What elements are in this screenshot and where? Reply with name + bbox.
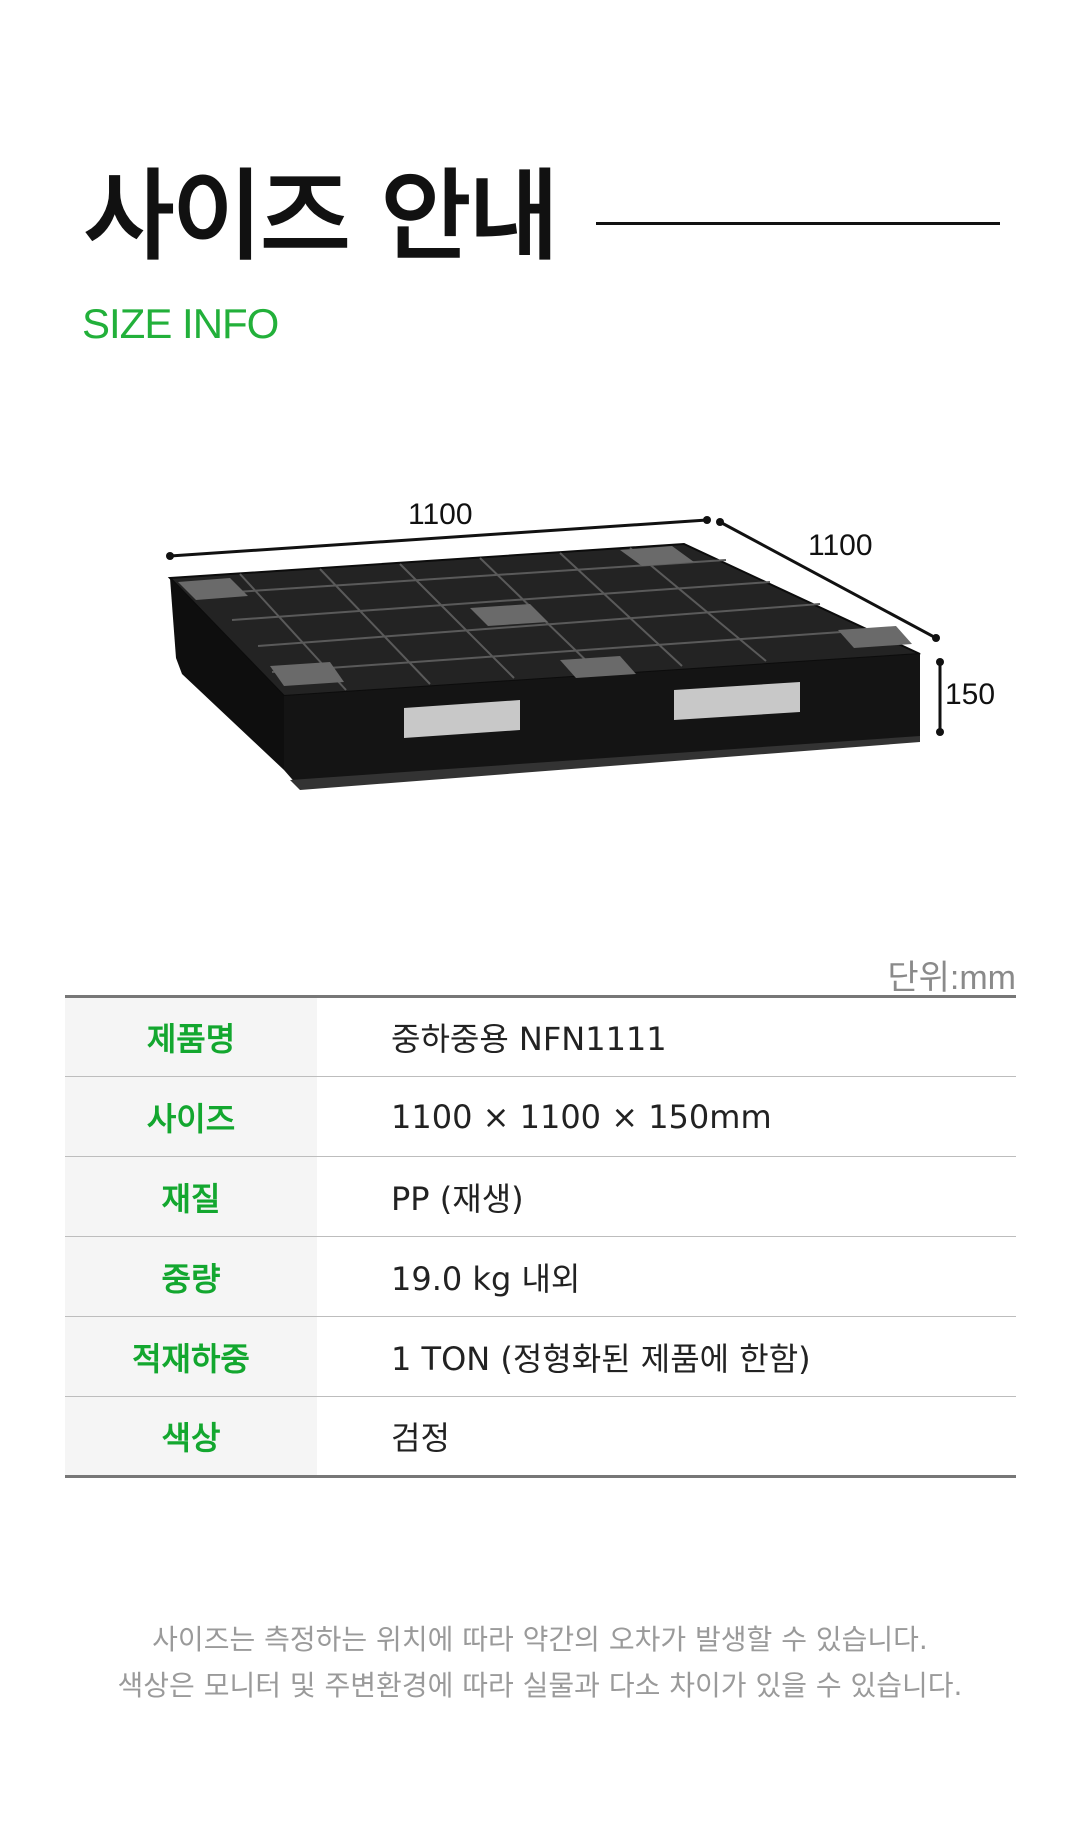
dim-depth-label: 1100	[808, 529, 873, 562]
spec-label: 제품명	[65, 996, 317, 1077]
spec-value: 검정	[391, 1419, 450, 1457]
dim-width-label: 1100	[408, 498, 473, 531]
spec-label: 색상	[65, 1396, 317, 1477]
spec-value: PP (재생)	[391, 1179, 524, 1218]
note-line-1: 사이즈는 측정하는 위치에 따라 약간의 오차가 발생할 수 있습니다.	[152, 1623, 928, 1656]
page-title: 사이즈 안내	[84, 160, 559, 274]
spec-value: 중하중용 NFN1111	[391, 1020, 667, 1058]
spec-table: 제품명 중하중용 NFN1111 사이즈 1100 × 1100 × 150mm…	[65, 995, 1016, 1478]
spec-value: 19.0 kg 내외	[391, 1259, 581, 1298]
pallet-figure: 1100 1100 150	[166, 498, 995, 790]
spec-value: 1100 × 1100 × 150mm	[391, 1097, 772, 1136]
table-row: 적재하중 1 TON (정형화된 제품에 한함)	[65, 1316, 1016, 1397]
dim-height-label: 150	[945, 678, 995, 711]
table-row: 색상 검정	[65, 1396, 1016, 1477]
page-subtitle: SIZE INFO	[82, 300, 279, 347]
table-row: 사이즈 1100 × 1100 × 150mm	[65, 1076, 1016, 1157]
table-row: 재질 PP (재생)	[65, 1156, 1016, 1237]
table-row: 제품명 중하중용 NFN1111	[65, 996, 1016, 1077]
spec-label: 사이즈	[65, 1076, 317, 1157]
unit-label: 단위:mm	[887, 959, 1016, 997]
pallet-image	[167, 542, 921, 790]
table-row: 중량 19.0 kg 내외	[65, 1236, 1016, 1317]
spec-value: 1 TON (정형화된 제품에 한함)	[391, 1339, 811, 1378]
spec-label: 재질	[65, 1156, 317, 1237]
note-line-2: 색상은 모니터 및 주변환경에 따라 실물과 다소 차이가 있을 수 있습니다.	[117, 1669, 963, 1702]
spec-label: 적재하중	[65, 1316, 317, 1397]
title-divider	[596, 222, 1000, 225]
spec-label: 중량	[65, 1236, 317, 1317]
dimension-lines	[166, 516, 944, 736]
